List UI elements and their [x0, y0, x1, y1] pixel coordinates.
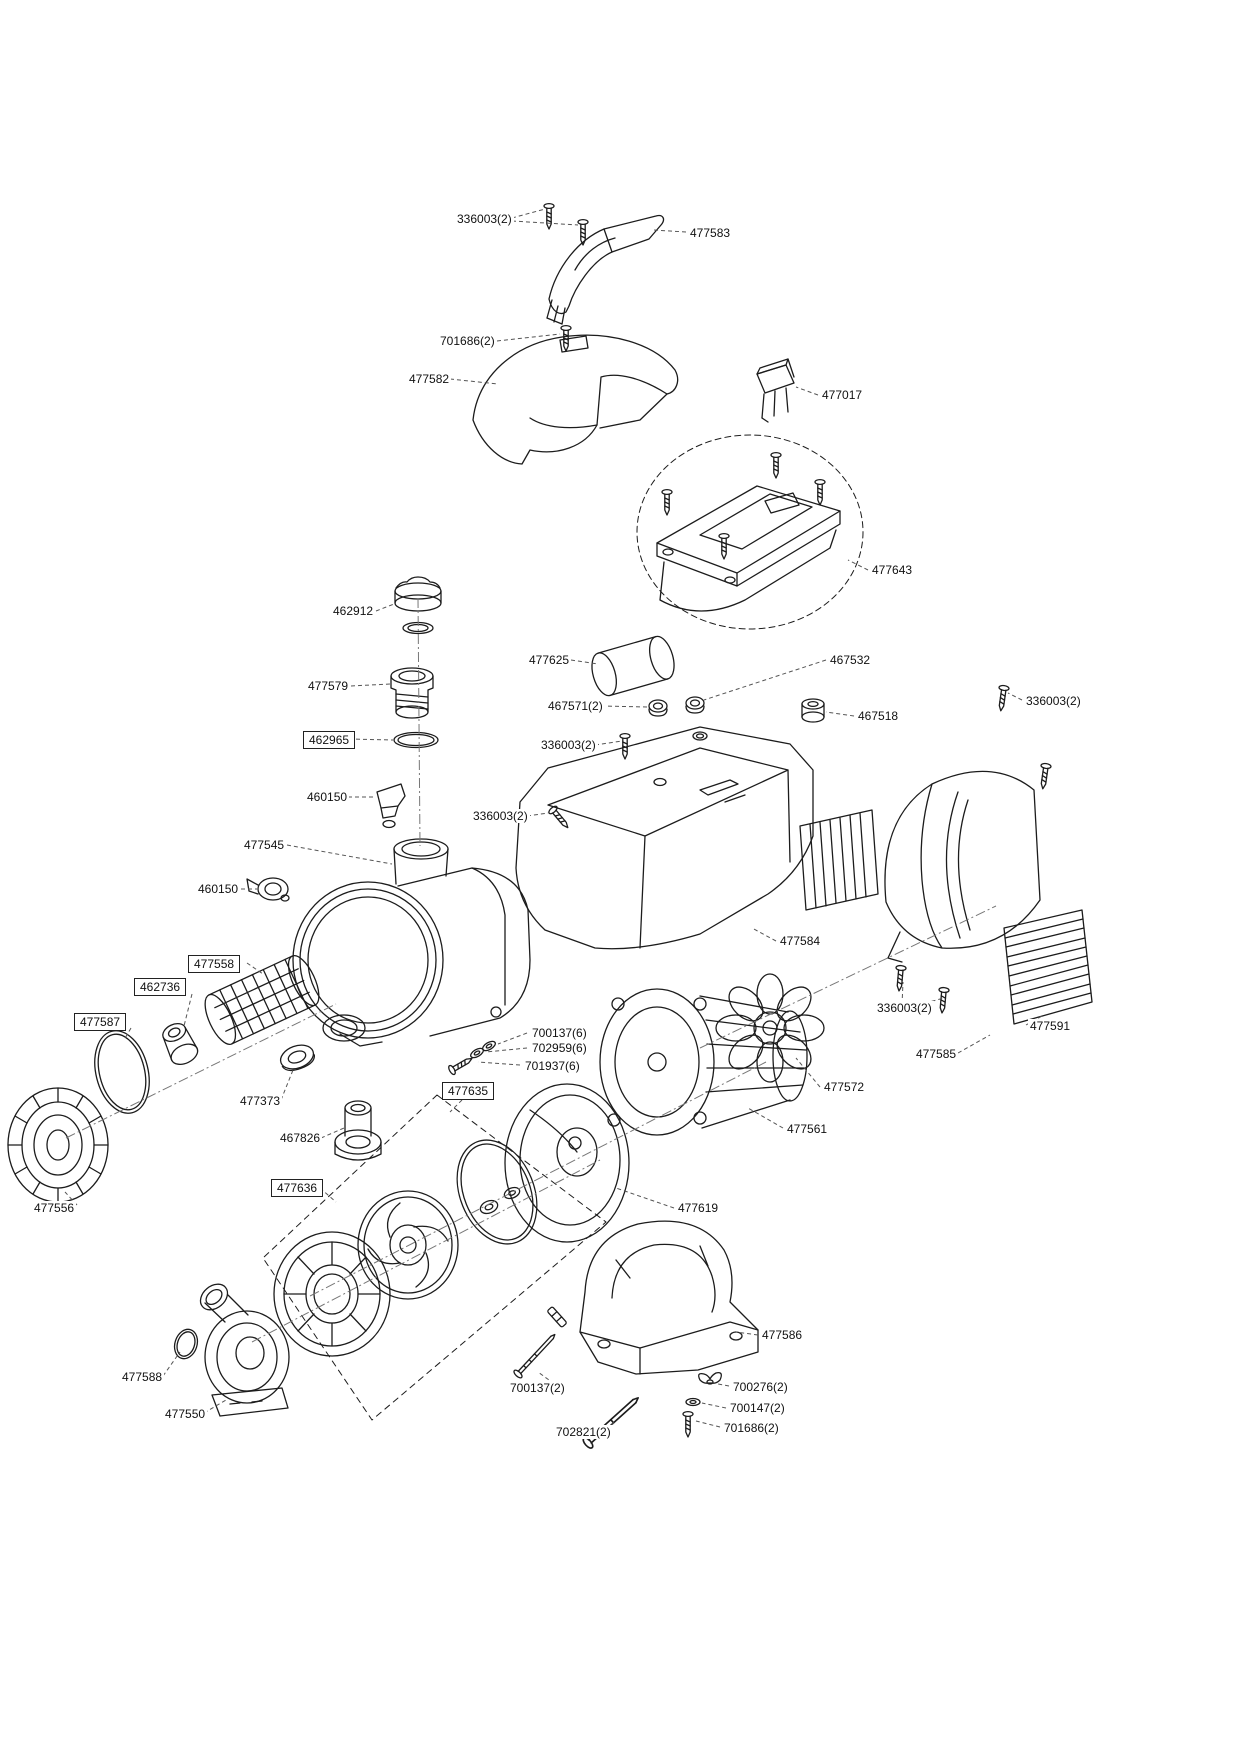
- part-477585-motor-cover: [884, 770, 1041, 963]
- part-477587-oring: [94, 1030, 150, 1114]
- part-label-467826: 467826: [278, 1131, 323, 1145]
- part-477550-pump-head: [199, 1283, 290, 1417]
- part-label-477625: 477625: [527, 653, 572, 667]
- part-front-plate: [273, 1231, 391, 1357]
- part-label-477643: 477643: [870, 563, 915, 577]
- part-462965-oring: [393, 731, 439, 749]
- part-477556-end-cap: [7, 1087, 109, 1203]
- part-label-477579: 477579: [306, 679, 351, 693]
- part-label-477635: 477635: [442, 1082, 495, 1100]
- part-label-477588: 477588: [120, 1370, 165, 1384]
- part-467532-grommet: [685, 696, 705, 714]
- part-kit-oring-large: [456, 1139, 538, 1245]
- part-477591-grille: [1003, 909, 1093, 1025]
- part-label-700137-2: 700137(2): [508, 1381, 567, 1395]
- part-impeller: [357, 1190, 459, 1300]
- part-460150-valve-left: [246, 877, 290, 902]
- part-477561-motor: [599, 988, 808, 1136]
- part-460150-plug-upper: [376, 783, 406, 829]
- part-477545-pump-housing: [292, 838, 531, 1047]
- part-label-477558: 477558: [188, 955, 241, 973]
- part-label-477583: 477583: [688, 226, 733, 240]
- part-477625-cylinder: [591, 635, 675, 697]
- part-label-477017: 477017: [820, 388, 865, 402]
- part-label-460150-a: 460150: [305, 790, 350, 804]
- part-label-702959-6: 702959(6): [530, 1041, 589, 1055]
- part-467826-mech-seal: [334, 1100, 382, 1161]
- part-label-701937-6: 701937(6): [523, 1059, 582, 1073]
- part-label-477556: 477556: [32, 1201, 77, 1215]
- part-label-700137-6: 700137(6): [530, 1026, 589, 1040]
- part-label-467571: 467571(2): [546, 699, 605, 713]
- part-label-467532: 467532: [828, 653, 873, 667]
- part-label-477591: 477591: [1028, 1019, 1073, 1033]
- part-label-467518: 467518: [856, 709, 901, 723]
- part-477643-control-panel: [636, 434, 864, 630]
- part-label-477586: 477586: [760, 1328, 805, 1342]
- part-label-336003-d: 336003(2): [471, 809, 530, 823]
- part-477558-filter: [204, 955, 320, 1045]
- part-477588-oring: [173, 1328, 199, 1360]
- part-label-477619: 477619: [676, 1201, 721, 1215]
- hardware-motor-flange: [446, 1038, 498, 1077]
- part-477583-handle: [546, 214, 665, 325]
- part-label-462912: 462912: [331, 604, 376, 618]
- part-477579-nipple: [390, 667, 434, 719]
- part-label-700147-2: 700147(2): [728, 1401, 787, 1415]
- part-label-462736: 462736: [134, 978, 187, 996]
- part-label-477373: 477373: [238, 1094, 283, 1108]
- part-label-336003-b: 336003(2): [1024, 694, 1083, 708]
- part-label-701686-a: 701686(2): [438, 334, 497, 348]
- region-477635-kit: [262, 1094, 607, 1421]
- part-477619-diffuser: [504, 1083, 630, 1243]
- part-477586-bracket: [579, 1220, 759, 1375]
- part-label-477584: 477584: [778, 934, 823, 948]
- leader-lines: [64, 208, 1043, 1432]
- screw-336003-top-pair: [543, 202, 589, 246]
- part-477373-seal: [279, 1044, 315, 1072]
- part-label-460150-b: 460150: [196, 882, 241, 896]
- part-477572-fan: [715, 973, 825, 1083]
- part-label-477561: 477561: [785, 1122, 830, 1136]
- part-label-477585: 477585: [914, 1047, 959, 1061]
- part-label-477636: 477636: [271, 1179, 324, 1197]
- part-label-477545: 477545: [242, 838, 287, 852]
- part-477584-base: [515, 726, 879, 950]
- axis-lines: [65, 597, 997, 1343]
- part-label-336003-a: 336003(2): [455, 212, 514, 226]
- part-label-477572: 477572: [822, 1080, 867, 1094]
- part-label-462965: 462965: [303, 731, 356, 749]
- part-467518-plug: [801, 698, 825, 723]
- part-label-701686-b: 701686(2): [722, 1421, 781, 1435]
- part-label-477587: 477587: [74, 1013, 127, 1031]
- part-label-336003-e: 336003(2): [875, 1001, 934, 1015]
- part-477017-switch: [756, 358, 795, 423]
- part-477582-top-cover: [472, 334, 679, 465]
- part-label-702821-2: 702821(2): [554, 1425, 613, 1439]
- part-kit-ring-small-a: [479, 1199, 499, 1215]
- part-462736-fitting: [162, 1023, 199, 1065]
- hardware-bottom: [512, 1306, 722, 1451]
- part-467571-grommet: [648, 699, 668, 717]
- part-label-477550: 477550: [163, 1407, 208, 1421]
- part-label-477582: 477582: [407, 372, 452, 386]
- part-label-336003-c: 336003(2): [539, 738, 598, 752]
- part-label-700276-2: 700276(2): [731, 1380, 790, 1394]
